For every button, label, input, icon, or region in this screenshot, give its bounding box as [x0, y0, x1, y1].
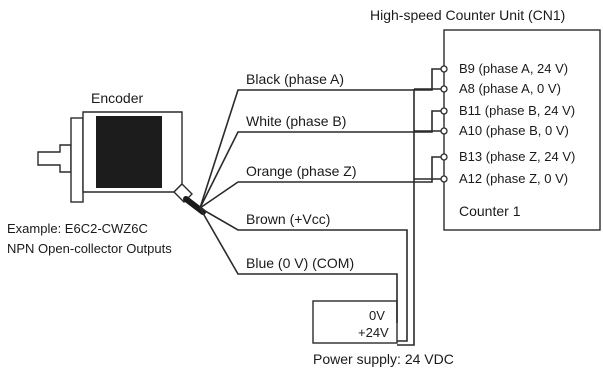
wire-label-blue: Blue (0 V) (COM) [246, 255, 355, 271]
power-supply-box [312, 300, 398, 344]
terminal-a12: A12 (phase Z, 0 V) [459, 171, 569, 186]
wire-label-brown: Brown (+Vcc) [246, 211, 331, 227]
wire-label-black: Black (phase A) [246, 71, 345, 87]
counter-label: Counter 1 [459, 203, 521, 219]
terminal-a10: A10 (phase B, 0 V) [459, 123, 569, 138]
encoder-example-model: Example: E6C2-CWZ6C [7, 221, 148, 236]
wire-label-white: White (phase B) [246, 113, 347, 129]
wire-label-orange: Orange (phase Z) [246, 163, 357, 179]
terminal-b13: B13 (phase Z, 24 V) [459, 149, 576, 164]
encoder-output-type: NPN Open-collector Outputs [7, 241, 172, 256]
terminal-b11: B11 (phase B, 24 V) [459, 103, 576, 118]
terminal-points [440, 65, 448, 183]
terminal-a8: A8 (phase A, 0 V) [459, 81, 561, 96]
power-supply-caption: Power supply: 24 VDC [313, 351, 454, 367]
power-supply-0v: 0V [369, 308, 385, 323]
power-supply-24v: +24V [358, 325, 389, 340]
encoder-wires [199, 68, 444, 342]
counter-unit-title: High-speed Counter Unit (CN1) [370, 7, 566, 23]
encoder-icon [37, 111, 206, 215]
encoder-title: Encoder [91, 90, 144, 106]
power-wires [397, 88, 444, 346]
counter-unit-box [443, 29, 601, 231]
terminal-b9: B9 (phase A, 24 V) [459, 61, 569, 76]
